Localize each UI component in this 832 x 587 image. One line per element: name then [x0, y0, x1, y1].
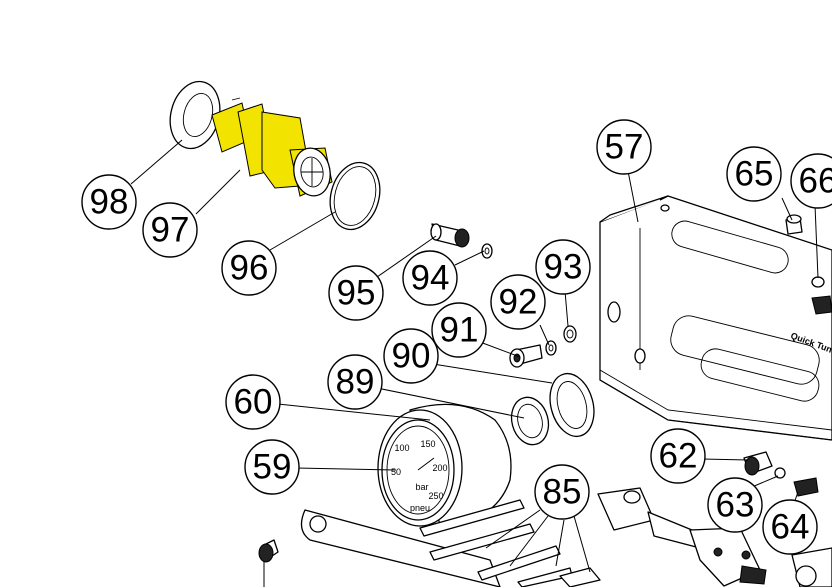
gauge-tick-250: 250 — [428, 491, 443, 501]
part-59-gauge-face: 100 150 200 250 50 bar pneu — [381, 419, 455, 521]
callout-64: 64 — [762, 499, 818, 555]
callout-97: 97 — [142, 202, 198, 258]
callout-85: 85 — [534, 464, 590, 520]
callout-65-label: 65 — [735, 155, 774, 194]
gauge-tick-50: 50 — [391, 467, 401, 477]
part-57-main-body: Quick Tune — [599, 195, 832, 441]
part-95-pin — [430, 223, 470, 248]
callout-63-label: 63 — [716, 486, 755, 525]
part-96-o-ring — [329, 161, 381, 231]
callout-60-label: 60 — [234, 383, 273, 422]
callout-57: 57 — [596, 119, 652, 175]
gauge-tick-150: 150 — [420, 439, 435, 449]
callout-90-label: 90 — [392, 337, 431, 376]
callout-89: 89 — [327, 354, 383, 410]
part-91-screw — [509, 344, 543, 368]
callout-59-label: 59 — [253, 448, 292, 487]
part-66-spring — [811, 276, 832, 315]
part-63-ball — [774, 467, 786, 479]
gauge-unit: bar — [415, 482, 428, 492]
callout-92: 92 — [490, 274, 546, 330]
callout-97-label: 97 — [151, 211, 190, 250]
gauge-brand: pneu — [410, 503, 430, 513]
callout-95: 95 — [328, 265, 384, 321]
part-92-ring — [545, 340, 557, 356]
part-65-grub-screw — [785, 214, 803, 235]
callout-89-label: 89 — [336, 363, 375, 402]
callout-95-label: 95 — [337, 274, 376, 313]
part-94-small-washer — [481, 243, 493, 259]
callout-98-label: 98 — [90, 183, 129, 222]
callout-90: 90 — [383, 328, 439, 384]
part-64-spring — [793, 477, 819, 497]
callout-91-label: 91 — [440, 311, 479, 350]
callout-59: 59 — [244, 439, 300, 495]
callout-57-label: 57 — [605, 128, 644, 167]
part-89-washer — [510, 396, 550, 446]
callout-63: 63 — [707, 477, 763, 533]
leader-lines — [130, 139, 819, 573]
gauge-tick-200: 200 — [432, 463, 447, 473]
callout-91: 91 — [431, 302, 487, 358]
callout-96-label: 96 — [230, 249, 269, 288]
part-valve-assembly — [597, 487, 832, 587]
part-93-washer — [563, 325, 577, 343]
callout-66-label: 66 — [799, 162, 832, 201]
callout-93: 93 — [535, 239, 591, 295]
callout-94-label: 94 — [411, 259, 450, 298]
callout-93-label: 93 — [544, 248, 583, 287]
callout-96: 96 — [221, 240, 277, 296]
callout-66: 66 — [790, 153, 832, 209]
part-screw-bottom-left — [258, 539, 279, 587]
callout-62-label: 62 — [659, 437, 698, 476]
gauge-tick-100: 100 — [394, 443, 409, 453]
callout-85-label: 85 — [543, 473, 582, 512]
callout-94: 94 — [402, 250, 458, 306]
callout-65: 65 — [726, 146, 782, 202]
part-62-screw — [743, 451, 773, 476]
part-97-highlighted-fitting — [211, 97, 333, 197]
callout-64-label: 64 — [771, 508, 810, 547]
callout-92-label: 92 — [499, 283, 538, 322]
callout-62: 62 — [650, 428, 706, 484]
callout-98: 98 — [81, 174, 137, 230]
callout-60: 60 — [225, 374, 281, 430]
part-90-ring — [549, 372, 595, 438]
